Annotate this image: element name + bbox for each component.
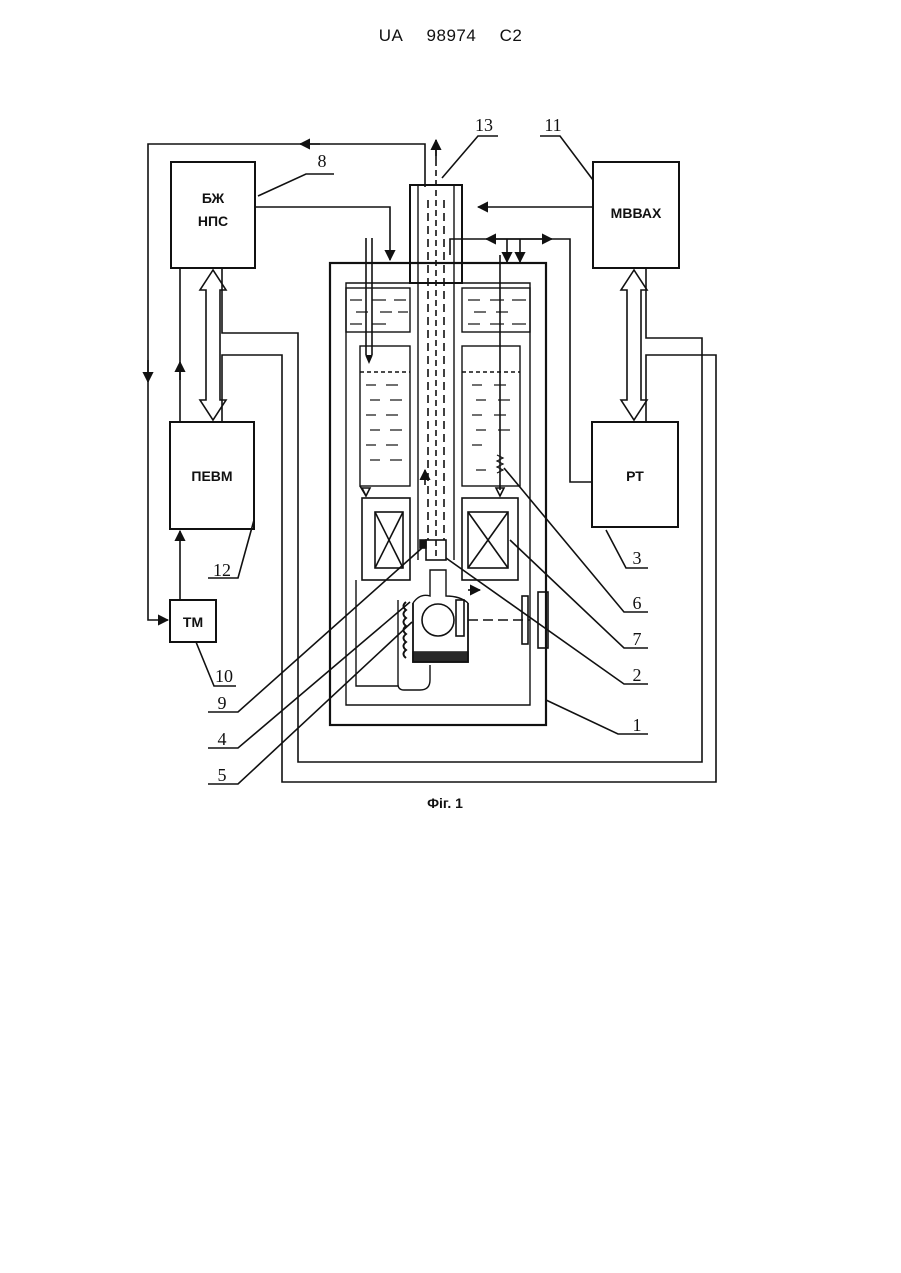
ref-12: 12	[213, 560, 231, 580]
ref-7: 7	[633, 629, 642, 649]
rotor	[422, 604, 454, 636]
ref-8: 8	[318, 151, 327, 171]
ref-1: 1	[633, 715, 642, 735]
ref-2: 2	[633, 665, 642, 685]
chamber-top-left	[346, 288, 410, 332]
line-rt	[450, 239, 592, 482]
ref-10: 10	[215, 666, 233, 686]
figure-caption: Фіг. 1	[427, 795, 463, 811]
chamber-mid-left	[360, 346, 410, 486]
chamber-top-right	[462, 288, 530, 332]
signal-line-top-left	[148, 144, 425, 620]
leader-13	[442, 136, 498, 178]
leader-11	[540, 136, 593, 180]
leader-6	[504, 468, 648, 612]
bus-arrow-mvvah-rt	[621, 270, 647, 420]
stage-cap	[413, 570, 468, 603]
leader-5	[208, 622, 412, 784]
block-rt-label: РТ	[626, 468, 644, 484]
ref-9: 9	[218, 693, 227, 713]
ref-11: 11	[544, 115, 561, 135]
block-tm-label: ТМ	[183, 614, 203, 630]
ref-4: 4	[218, 729, 227, 749]
leader-8	[258, 174, 334, 196]
line-bzh-vessel	[255, 207, 390, 260]
ref-3: 3	[633, 548, 642, 568]
leader-3	[606, 530, 648, 568]
block-bzh-label-1: БЖ	[202, 190, 225, 206]
block-mvvah-label: МВВАХ	[611, 205, 662, 221]
ref-5: 5	[218, 765, 227, 785]
ref-13: 13	[475, 115, 493, 135]
block-pevm-label: ПЕВМ	[191, 468, 232, 484]
block-bzh-label-2: НПС	[198, 213, 228, 229]
ref-6: 6	[633, 593, 642, 613]
chamber-mid-right	[462, 346, 520, 486]
